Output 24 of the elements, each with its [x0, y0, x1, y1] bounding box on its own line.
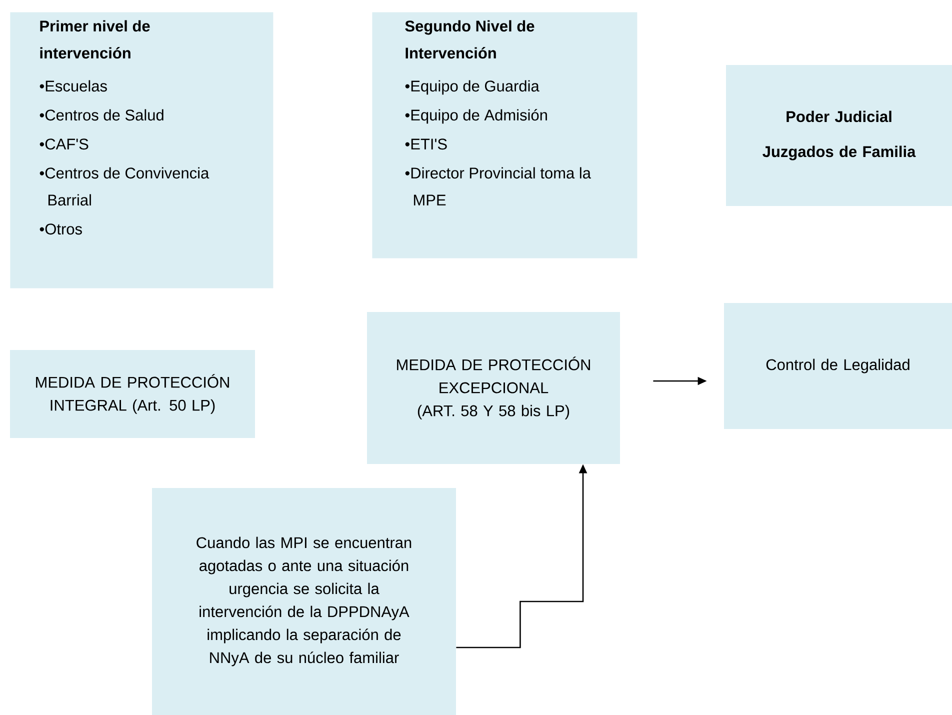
box-heading: Poder Judicial — [786, 110, 892, 122]
box-heading: Segundo Nivel de Intervención — [405, 20, 534, 59]
list-item: •Centros de Salud — [40, 109, 164, 121]
box-text: MEDIDA DE PROTECCIÓN INTEGRAL (Art. 50 LP) — [36, 374, 229, 414]
list-item: •Director Provincial toma la MPE — [405, 167, 591, 206]
box-heading: Primer nivel de intervención — [40, 20, 150, 59]
box-heading: Juzgados de Familia — [762, 146, 916, 160]
process-box — [152, 488, 456, 715]
list-item: •Equipo de Guardia — [405, 80, 540, 95]
list-item: •Equipo de Admisión — [405, 109, 547, 124]
box-text: Control de Legalidad — [766, 358, 910, 374]
process-box — [10, 350, 255, 438]
list-item: •Otros — [40, 224, 82, 235]
box-text: MEDIDA DE PROTECCIÓN EXCEPCIONAL (ART. 58 Y 58 bis LP) — [397, 356, 590, 420]
process-box — [372, 12, 638, 258]
process-box — [724, 303, 952, 429]
box-text: Cuando las MPI se encuentran agotadas o ante una situación urgencia se solicita la intervención de la DPPDNAyA implicando la separación de NNyA de su núcleo familiar — [196, 536, 412, 666]
list-item: •CAF'S — [40, 138, 88, 150]
process-box — [726, 65, 952, 206]
process-box — [367, 312, 620, 464]
list-item: •Centros de Convivencia Barrial — [40, 167, 210, 206]
list-item: •Escuelas — [40, 80, 107, 92]
list-item: •ETI'S — [405, 138, 447, 150]
process-box — [10, 12, 274, 288]
